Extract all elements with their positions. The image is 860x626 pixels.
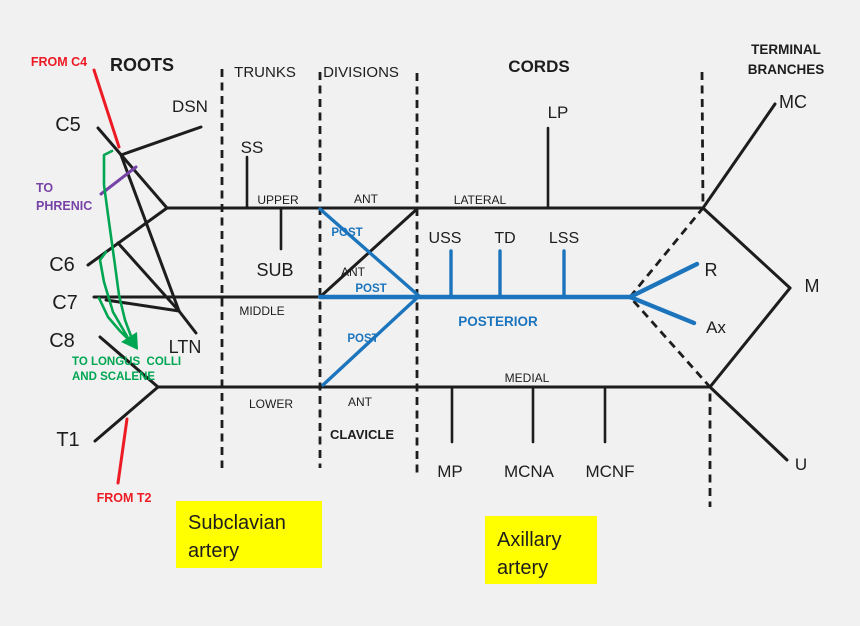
green-c5-line [102,149,134,341]
division-labels: ANT POST ANT POST ANT POST CLAVICLE [330,192,394,442]
subclavian-artery-box [176,501,322,568]
to-longus-colli-label-line1: TO LONGUS COLLI [72,356,181,368]
terminal-branches-header-line1: TERMINAL [751,42,821,57]
from-t2-label: FROM T2 [97,491,152,505]
c8-root-label: C8 [49,330,75,352]
medial-cord-label: MEDIAL [505,371,550,385]
c6-root-line [86,206,169,267]
r-label: R [705,260,718,280]
ant-upper-label: ANT [354,192,379,206]
mc-label: MC [779,92,807,112]
upper-trunk-label: UPPER [257,193,299,207]
m-label: M [805,276,820,296]
c5-to-ltn-line [119,153,181,313]
axillary-artery-label-line1: Axillary [497,529,561,551]
roots-header: ROOTS [110,55,174,75]
t1-root-label: T1 [56,429,79,451]
axillary-artery-box [485,516,597,584]
lateral-to-median-line [701,206,792,290]
trunks-header: TRUNKS [234,64,296,81]
ltn-stub-line [177,309,198,335]
post-upper-label: POST [331,227,362,239]
green-arrowhead [121,332,138,350]
middle-trunk-label: MIDDLE [239,304,284,318]
axillary-branch-line [627,294,697,326]
musculocutaneous-branch-line [701,102,777,210]
t1-root-line [93,385,160,443]
ltn-label: LTN [169,337,202,357]
c6-to-ltn-line [116,241,181,313]
longus-colli-green-lines [97,149,138,350]
uss-label: USS [429,230,462,247]
c6-root-label: C6 [49,254,75,276]
radial-branch-line [627,261,700,300]
ant-middle-label: ANT [341,265,366,279]
terminal-branches-header-line2: BRANCHES [748,62,825,77]
lateral-cord-label: LATERAL [454,193,507,207]
artery-annotations: Subclavian artery Axillary artery [188,512,561,579]
cords-terminal-divider-line [628,71,712,507]
to-longus-colli-label-line2: AND SCALENE [72,371,155,383]
post-middle-label: POST [355,283,386,295]
root-labels: C5 C6 C7 C8 T1 FROM C4 FROM T2 TO PHRENI… [31,55,208,505]
section-headers: ROOTS TRUNKS DIVISIONS CORDS TERMINAL BR… [110,42,824,81]
sub-label: SUB [256,260,293,280]
from-c4-line [92,68,121,149]
u-label: U [795,455,807,474]
lp-label: LP [548,103,569,122]
terminal-branch-labels: MC M R Ax U [705,92,820,474]
cord-labels: LATERAL POSTERIOR MEDIAL LP USS TD LSS M… [429,103,635,481]
phrenic-line [99,165,138,196]
c7-root-label: C7 [52,292,78,314]
green-c6-line [98,250,130,340]
mcnf-label: MCNF [585,462,634,481]
dsn-label: DSN [172,97,208,116]
c7-to-ltn-line [104,298,181,313]
axillary-artery-label-line2: artery [497,557,548,579]
upper-posterior-division-line [318,207,421,298]
ax-label: Ax [706,318,726,337]
section-dividers [220,69,712,507]
cords-header: CORDS [508,57,569,76]
ant-lower-label: ANT [348,395,373,409]
posterior-blue-lines [317,207,700,387]
td-label: TD [494,230,515,247]
green-c7-line [97,296,133,344]
from-t2-line [116,417,129,485]
ulnar-branch-line [708,385,789,462]
subclavian-artery-label-line1: Subclavian [188,512,286,534]
c5-root-label: C5 [55,114,81,136]
dsn-branch-line [119,125,203,157]
red-contribution-lines [92,68,129,485]
lower-trunk-label: LOWER [249,397,293,411]
posterior-cord-label: POSTERIOR [458,314,538,329]
plexus-black-lines [86,102,792,462]
ss-label: SS [241,138,264,157]
lower-posterior-division-line [321,294,421,387]
mp-label: MP [437,462,463,481]
to-phrenic-label-line1: TO [36,181,53,195]
clavicle-label: CLAVICLE [330,427,394,442]
from-c4-label: FROM C4 [31,55,87,69]
mcna-label: MCNA [504,462,555,481]
trunk-labels: UPPER MIDDLE LOWER SS SUB [239,138,299,411]
c8-root-line [98,335,160,389]
to-phrenic-label-line2: PHRENIC [36,199,92,213]
divisions-header: DIVISIONS [323,64,399,81]
lss-label: LSS [549,230,579,247]
medial-to-median-line [708,286,792,389]
subclavian-artery-label-line2: artery [188,540,239,562]
post-lower-label: POST [347,333,378,345]
